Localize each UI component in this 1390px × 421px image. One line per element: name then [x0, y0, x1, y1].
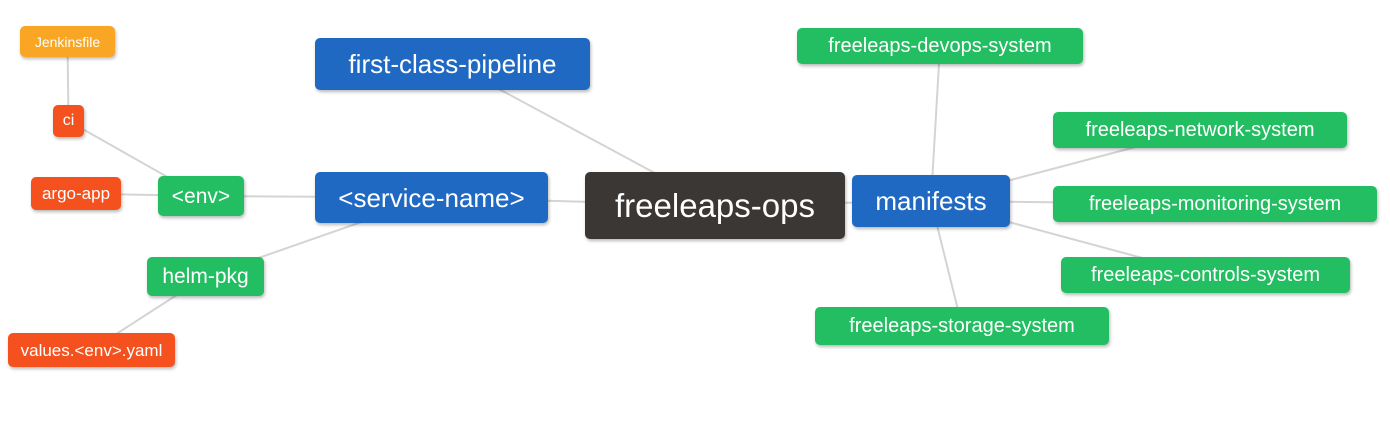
node-freeleaps-network-system[interactable]: freeleaps-network-system — [1053, 112, 1347, 148]
node-values-env-yaml[interactable]: values.<env>.yaml — [8, 333, 175, 367]
node-freeleaps-ops-root[interactable]: freeleaps-ops — [585, 172, 845, 239]
node-service-name[interactable]: <service-name> — [315, 172, 548, 223]
node-argo-app[interactable]: argo-app — [31, 177, 121, 210]
node-jenkinsfile[interactable]: Jenkinsfile — [20, 26, 115, 57]
node-env[interactable]: <env> — [158, 176, 244, 216]
node-freeleaps-devops-system[interactable]: freeleaps-devops-system — [797, 28, 1083, 64]
node-manifests[interactable]: manifests — [852, 175, 1010, 227]
node-freeleaps-monitoring-system[interactable]: freeleaps-monitoring-system — [1053, 186, 1377, 222]
node-helm-pkg[interactable]: helm-pkg — [147, 257, 264, 296]
node-freeleaps-controls-system[interactable]: freeleaps-controls-system — [1061, 257, 1350, 293]
node-freeleaps-storage-system[interactable]: freeleaps-storage-system — [815, 307, 1109, 345]
node-first-class-pipeline[interactable]: first-class-pipeline — [315, 38, 590, 90]
node-ci[interactable]: ci — [53, 105, 84, 137]
